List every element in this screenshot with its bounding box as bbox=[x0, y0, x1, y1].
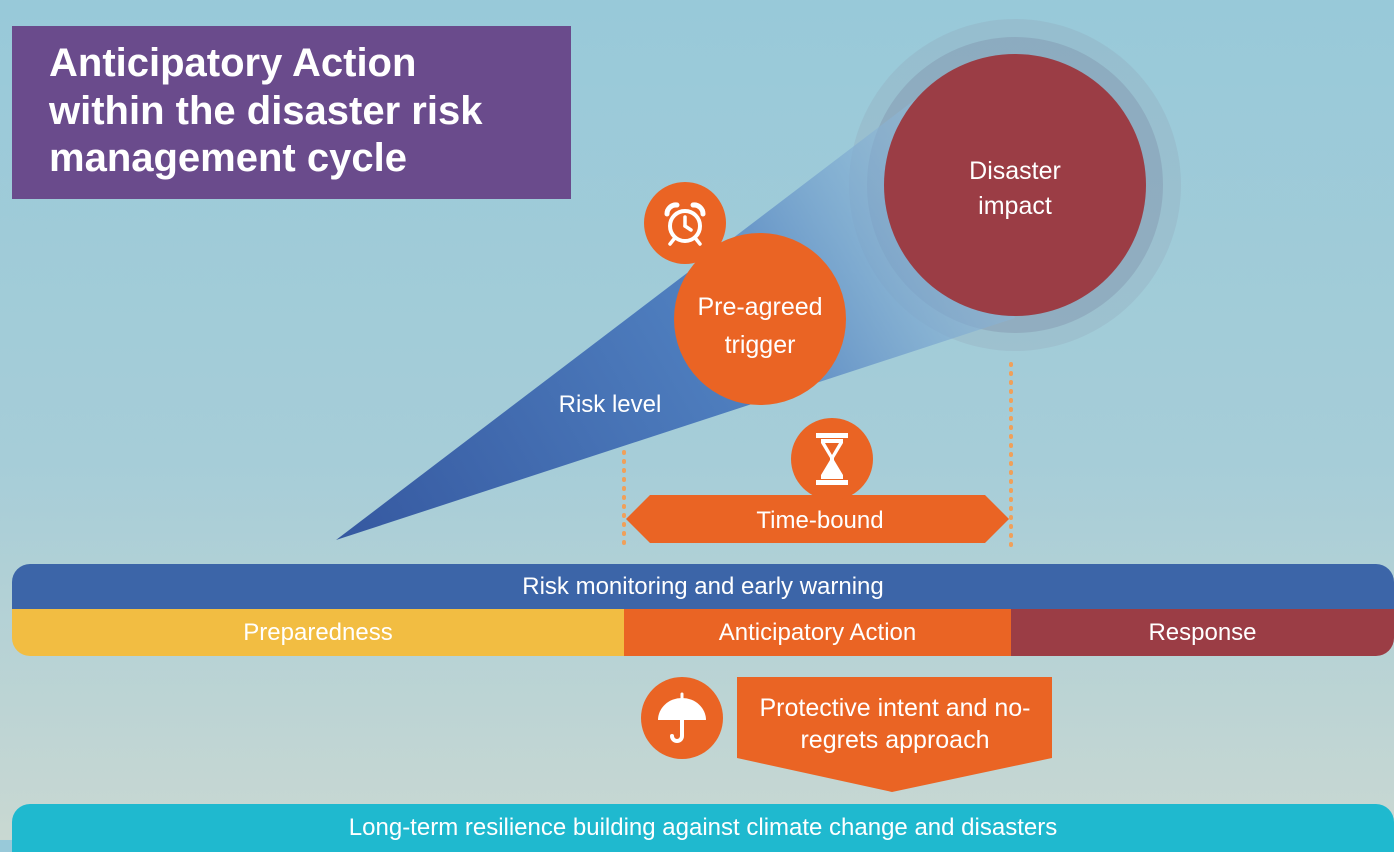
alarm-clock-icon bbox=[664, 202, 706, 246]
title-box: Anticipatory Action within the disaster … bbox=[12, 26, 571, 199]
response-bar: Response bbox=[1011, 609, 1394, 656]
umbrella-badge bbox=[641, 677, 723, 759]
risk-monitoring-label: Risk monitoring and early warning bbox=[522, 573, 884, 600]
response-label: Response bbox=[1148, 618, 1257, 646]
trigger-circle bbox=[674, 233, 846, 405]
disaster-impact-label: Disaster impact bbox=[969, 157, 1061, 220]
disaster-impact-circle bbox=[884, 54, 1146, 316]
hourglass-icon bbox=[816, 433, 848, 485]
page-title: Anticipatory Action within the disaster … bbox=[49, 41, 483, 180]
risk-level-label: Risk level bbox=[558, 391, 662, 418]
anticipatory-action-bar: Anticipatory Action bbox=[624, 609, 1011, 656]
umbrella-icon bbox=[658, 692, 706, 743]
preparedness-bar: Preparedness bbox=[12, 609, 624, 656]
trigger-label: Pre-agreed trigger bbox=[697, 293, 823, 359]
anticipatory-action-label: Anticipatory Action bbox=[718, 618, 917, 646]
time-bound-label: Time-bound bbox=[756, 507, 884, 534]
protective-intent-label: Protective intent and no-regrets approac… bbox=[759, 694, 1031, 754]
preparedness-label: Preparedness bbox=[243, 618, 393, 646]
hourglass-badge bbox=[791, 418, 873, 500]
time-bound-arrow bbox=[626, 495, 1009, 543]
alarm-clock-badge bbox=[644, 182, 726, 264]
resilience-label: Long-term resilience building against cl… bbox=[348, 814, 1058, 841]
protective-arrow-shape bbox=[737, 677, 1052, 792]
resilience-bar: Long-term resilience building against cl… bbox=[12, 804, 1394, 852]
risk-monitoring-bar: Risk monitoring and early warning bbox=[12, 564, 1394, 610]
